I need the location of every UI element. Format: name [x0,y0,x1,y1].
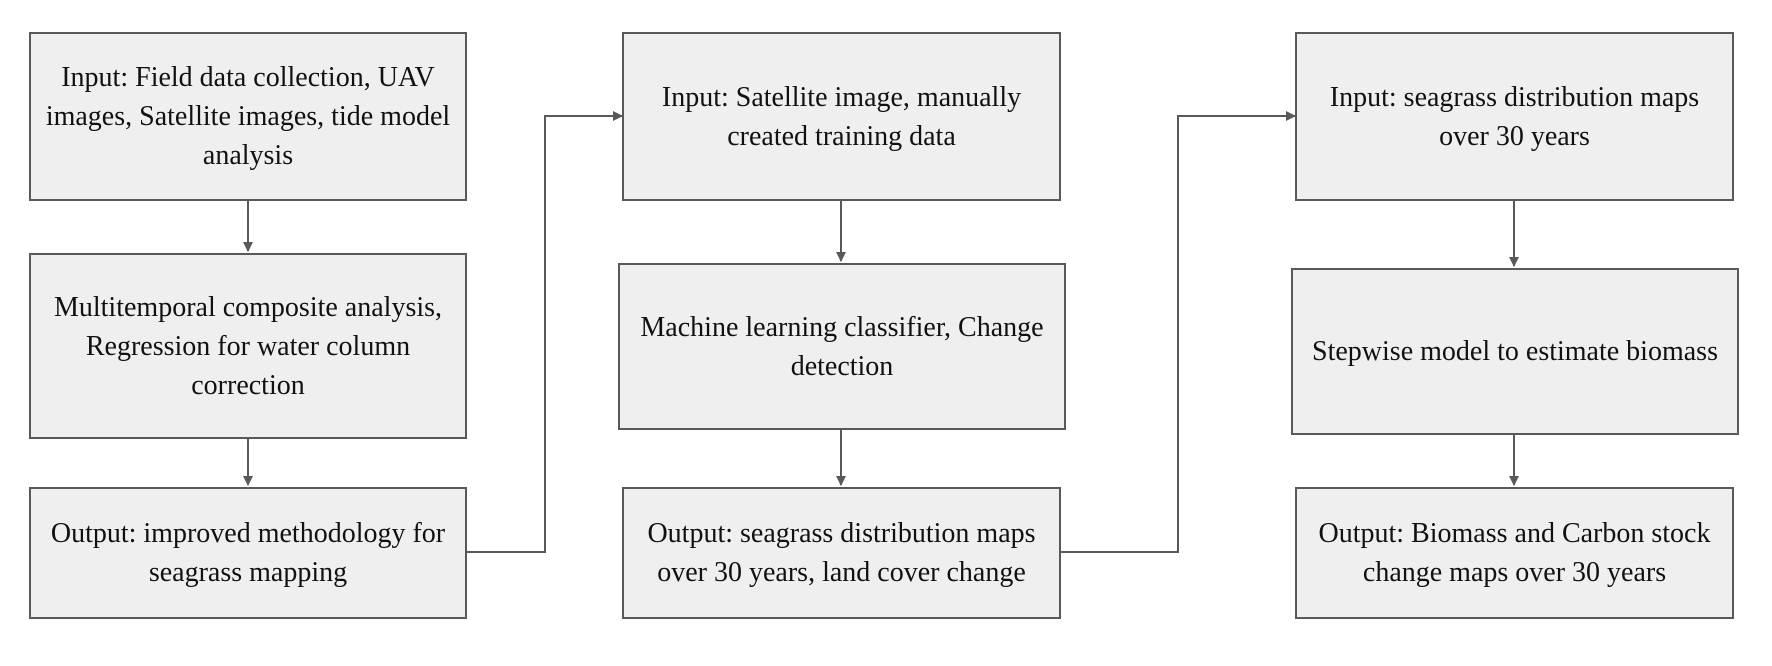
node-col3-process: Stepwise model to estimate biomass [1291,268,1739,435]
node-col1-process-label: Multitemporal composite analysis, Regres… [53,291,443,401]
node-col3-output: Output: Biomass and Carbon stock change … [1295,487,1734,619]
node-col2-process: Machine learning classifier, Change dete… [618,263,1066,430]
node-col1-output: Output: improved methodology for seagras… [29,487,467,619]
node-col1-process: Multitemporal composite analysis, Regres… [29,253,467,439]
node-col2-process-label: Machine learning classifier, Change dete… [640,311,1044,382]
arrow-col2-output-to-col3-input [1061,111,1296,553]
node-col1-input-label: Input: Field data collection, UAV images… [45,62,451,171]
arrow-col1-output-to-col2-input [467,111,623,553]
node-col3-output-label: Output: Biomass and Carbon stock change … [1318,518,1711,588]
node-col2-input: Input: Satellite image, manually created… [622,32,1061,201]
node-col3-process-label: Stepwise model to estimate biomass [1312,336,1718,367]
node-col3-input-label: Input: seagrass distribution maps over 3… [1329,81,1700,152]
node-col2-input-label: Input: Satellite image, manually created… [661,81,1022,152]
node-col2-output-label: Output: seagrass distribution maps over … [647,518,1036,588]
node-col1-output-label: Output: improved methodology for seagras… [50,518,446,588]
node-col3-input: Input: seagrass distribution maps over 3… [1295,32,1734,201]
node-col2-output: Output: seagrass distribution maps over … [622,487,1061,619]
node-col1-input: Input: Field data collection, UAV images… [29,32,467,201]
